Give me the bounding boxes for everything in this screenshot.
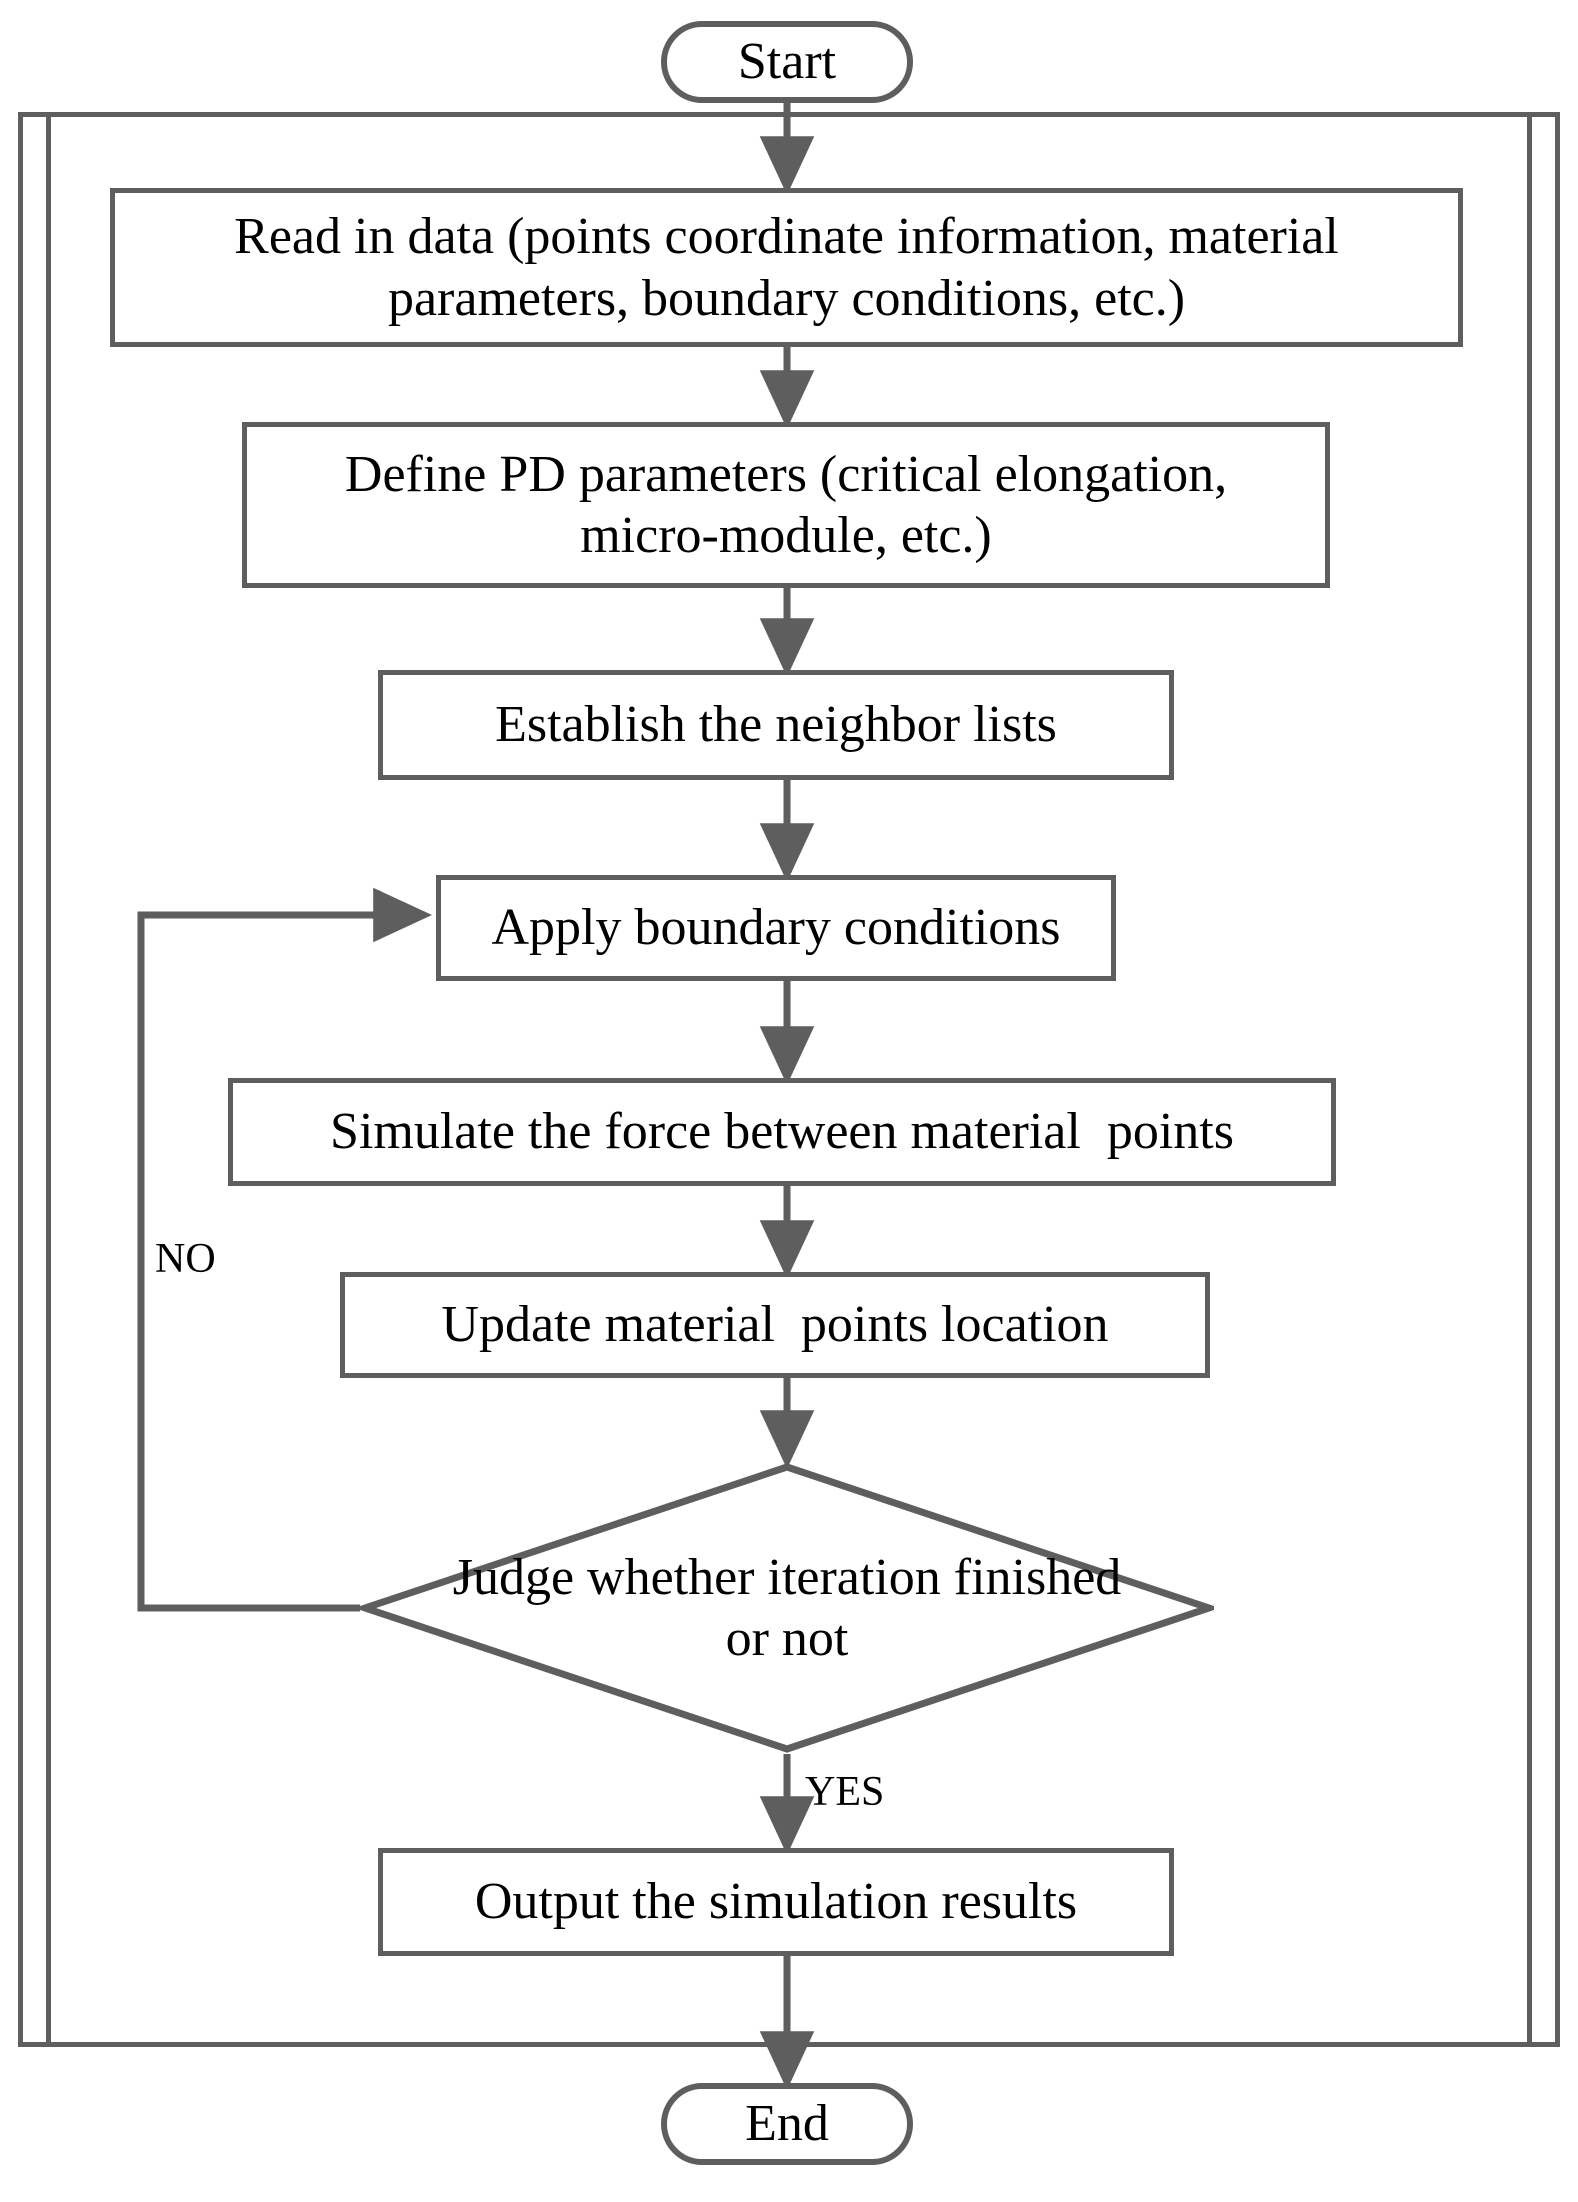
node-judge-iteration-finished[interactable]: Judge whether iteration finished or not — [452, 1548, 1122, 1667]
node-define-pd-parameters[interactable]: Define PD parameters (critical elongatio… — [242, 422, 1330, 588]
edge-label-no: NO — [155, 1236, 216, 1282]
node-update-material-points-location[interactable]: Update material points location — [340, 1272, 1210, 1378]
node-start[interactable]: Start — [661, 21, 913, 103]
node-read-in-data[interactable]: Read in data (points coordinate informat… — [110, 188, 1463, 347]
node-apply-boundary-conditions[interactable]: Apply boundary conditions — [436, 875, 1116, 981]
node-output-simulation-results[interactable]: Output the simulation results — [378, 1848, 1174, 1956]
edge-label-yes: YES — [805, 1769, 885, 1815]
node-establish-neighbor-lists[interactable]: Establish the neighbor lists — [378, 670, 1174, 780]
node-end[interactable]: End — [661, 2083, 913, 2165]
node-simulate-force[interactable]: Simulate the force between material poin… — [228, 1078, 1336, 1186]
decision-diamond-shape — [360, 1463, 1214, 1753]
